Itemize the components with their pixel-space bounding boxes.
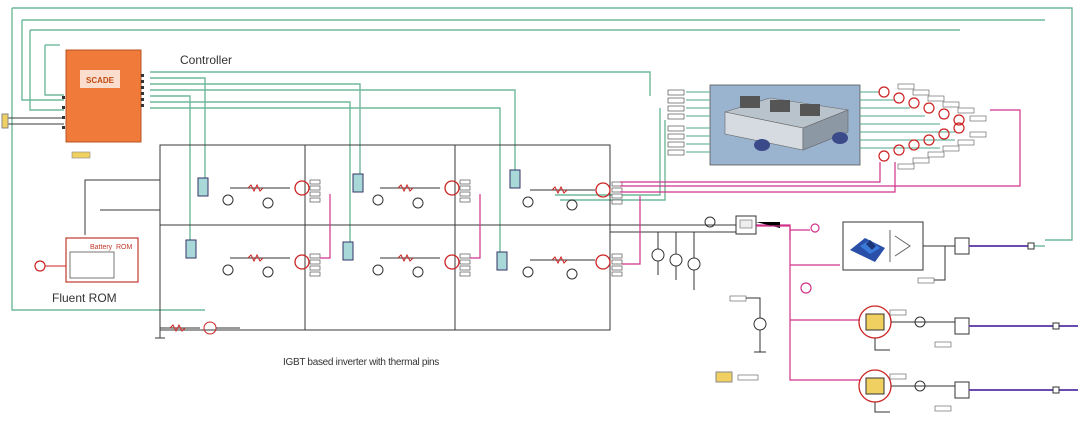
motor-unit-1 xyxy=(858,305,955,351)
current-meters xyxy=(651,232,701,290)
thermal-model-image[interactable] xyxy=(709,84,861,166)
inverter-leg-top-3 xyxy=(509,169,623,211)
inverter-leg-top-2 xyxy=(352,173,471,209)
model-input-ports xyxy=(667,89,685,156)
battery-label: Battery xyxy=(90,244,113,251)
inverter-leg-bottom-3 xyxy=(496,251,623,280)
inverter-grid xyxy=(84,144,740,339)
inverter-leg-top-1 xyxy=(197,177,321,209)
fluent-heatmap-block[interactable] xyxy=(842,221,924,271)
standalone-sensor xyxy=(715,295,767,383)
thermal-feedback-wires xyxy=(320,109,1021,265)
input-bus xyxy=(1,113,64,129)
inverter-leg-bottom-1 xyxy=(185,239,321,278)
inverter-caption: IGBT based inverter with thermal pins xyxy=(283,357,440,368)
rom-label: ROM xyxy=(116,244,133,251)
dc-return xyxy=(160,321,240,335)
output-pink-lines xyxy=(756,223,860,381)
green-feedback-wires xyxy=(11,7,1073,311)
model-wires-green xyxy=(686,91,955,153)
scade-block-label: SCADE xyxy=(86,76,115,85)
controller-block[interactable] xyxy=(65,49,142,159)
battery-rom-block[interactable] xyxy=(34,237,139,283)
temperature-sensors xyxy=(878,83,987,170)
controller-label: Controller xyxy=(180,53,233,67)
inverter-leg-bottom-2 xyxy=(342,241,471,278)
fluent-rom-label: Fluent ROM xyxy=(52,291,117,305)
motor-unit-2 xyxy=(858,369,955,413)
output-blocks xyxy=(917,237,1078,399)
